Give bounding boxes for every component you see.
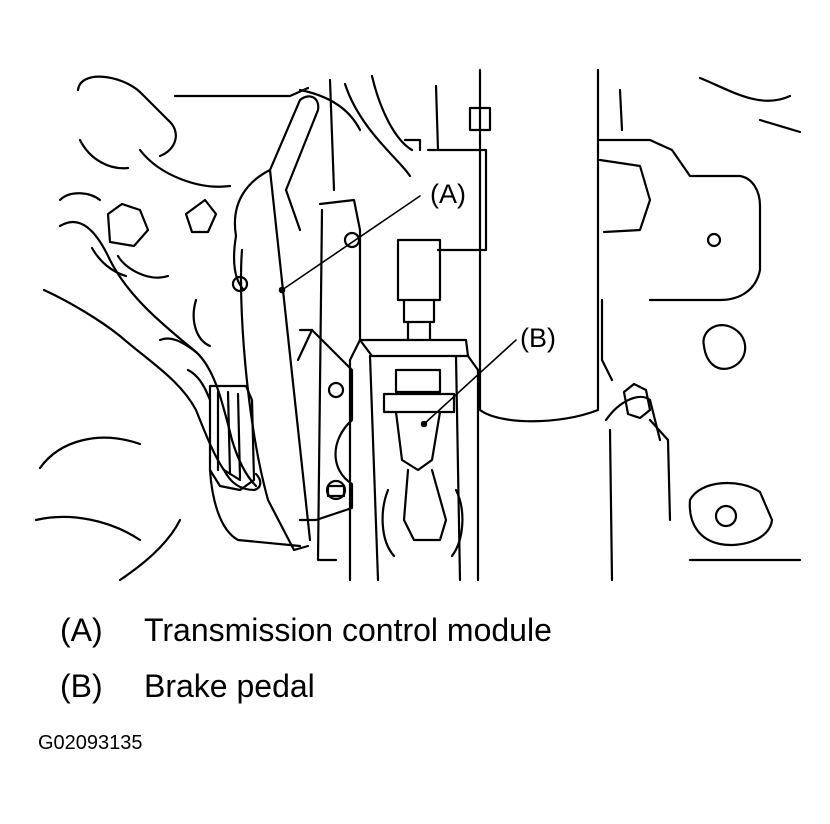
technician-hand — [42, 220, 262, 492]
leader-line-a — [281, 195, 421, 291]
component-location-illustration — [34, 68, 802, 582]
callout-label-b: (B) — [518, 323, 558, 353]
figure-id: G02093135 — [38, 732, 143, 754]
legend-item: (A) Transmission control module — [60, 614, 552, 646]
callout-label-a: (A) — [428, 179, 468, 209]
legend-item: (B) Brake pedal — [60, 670, 315, 702]
steering-column — [426, 68, 600, 423]
legend-text: Transmission control module — [144, 612, 552, 648]
dashboard-structure — [34, 74, 440, 582]
brake-pedal-assembly — [316, 198, 480, 582]
right-bracket — [596, 76, 802, 582]
transmission-control-module — [192, 95, 354, 552]
leader-line-b — [423, 339, 517, 425]
legend-text: Brake pedal — [144, 668, 315, 704]
callout-leaders — [278, 195, 517, 428]
legend-key: (B) — [60, 668, 103, 704]
legend-key: (A) — [60, 612, 103, 648]
